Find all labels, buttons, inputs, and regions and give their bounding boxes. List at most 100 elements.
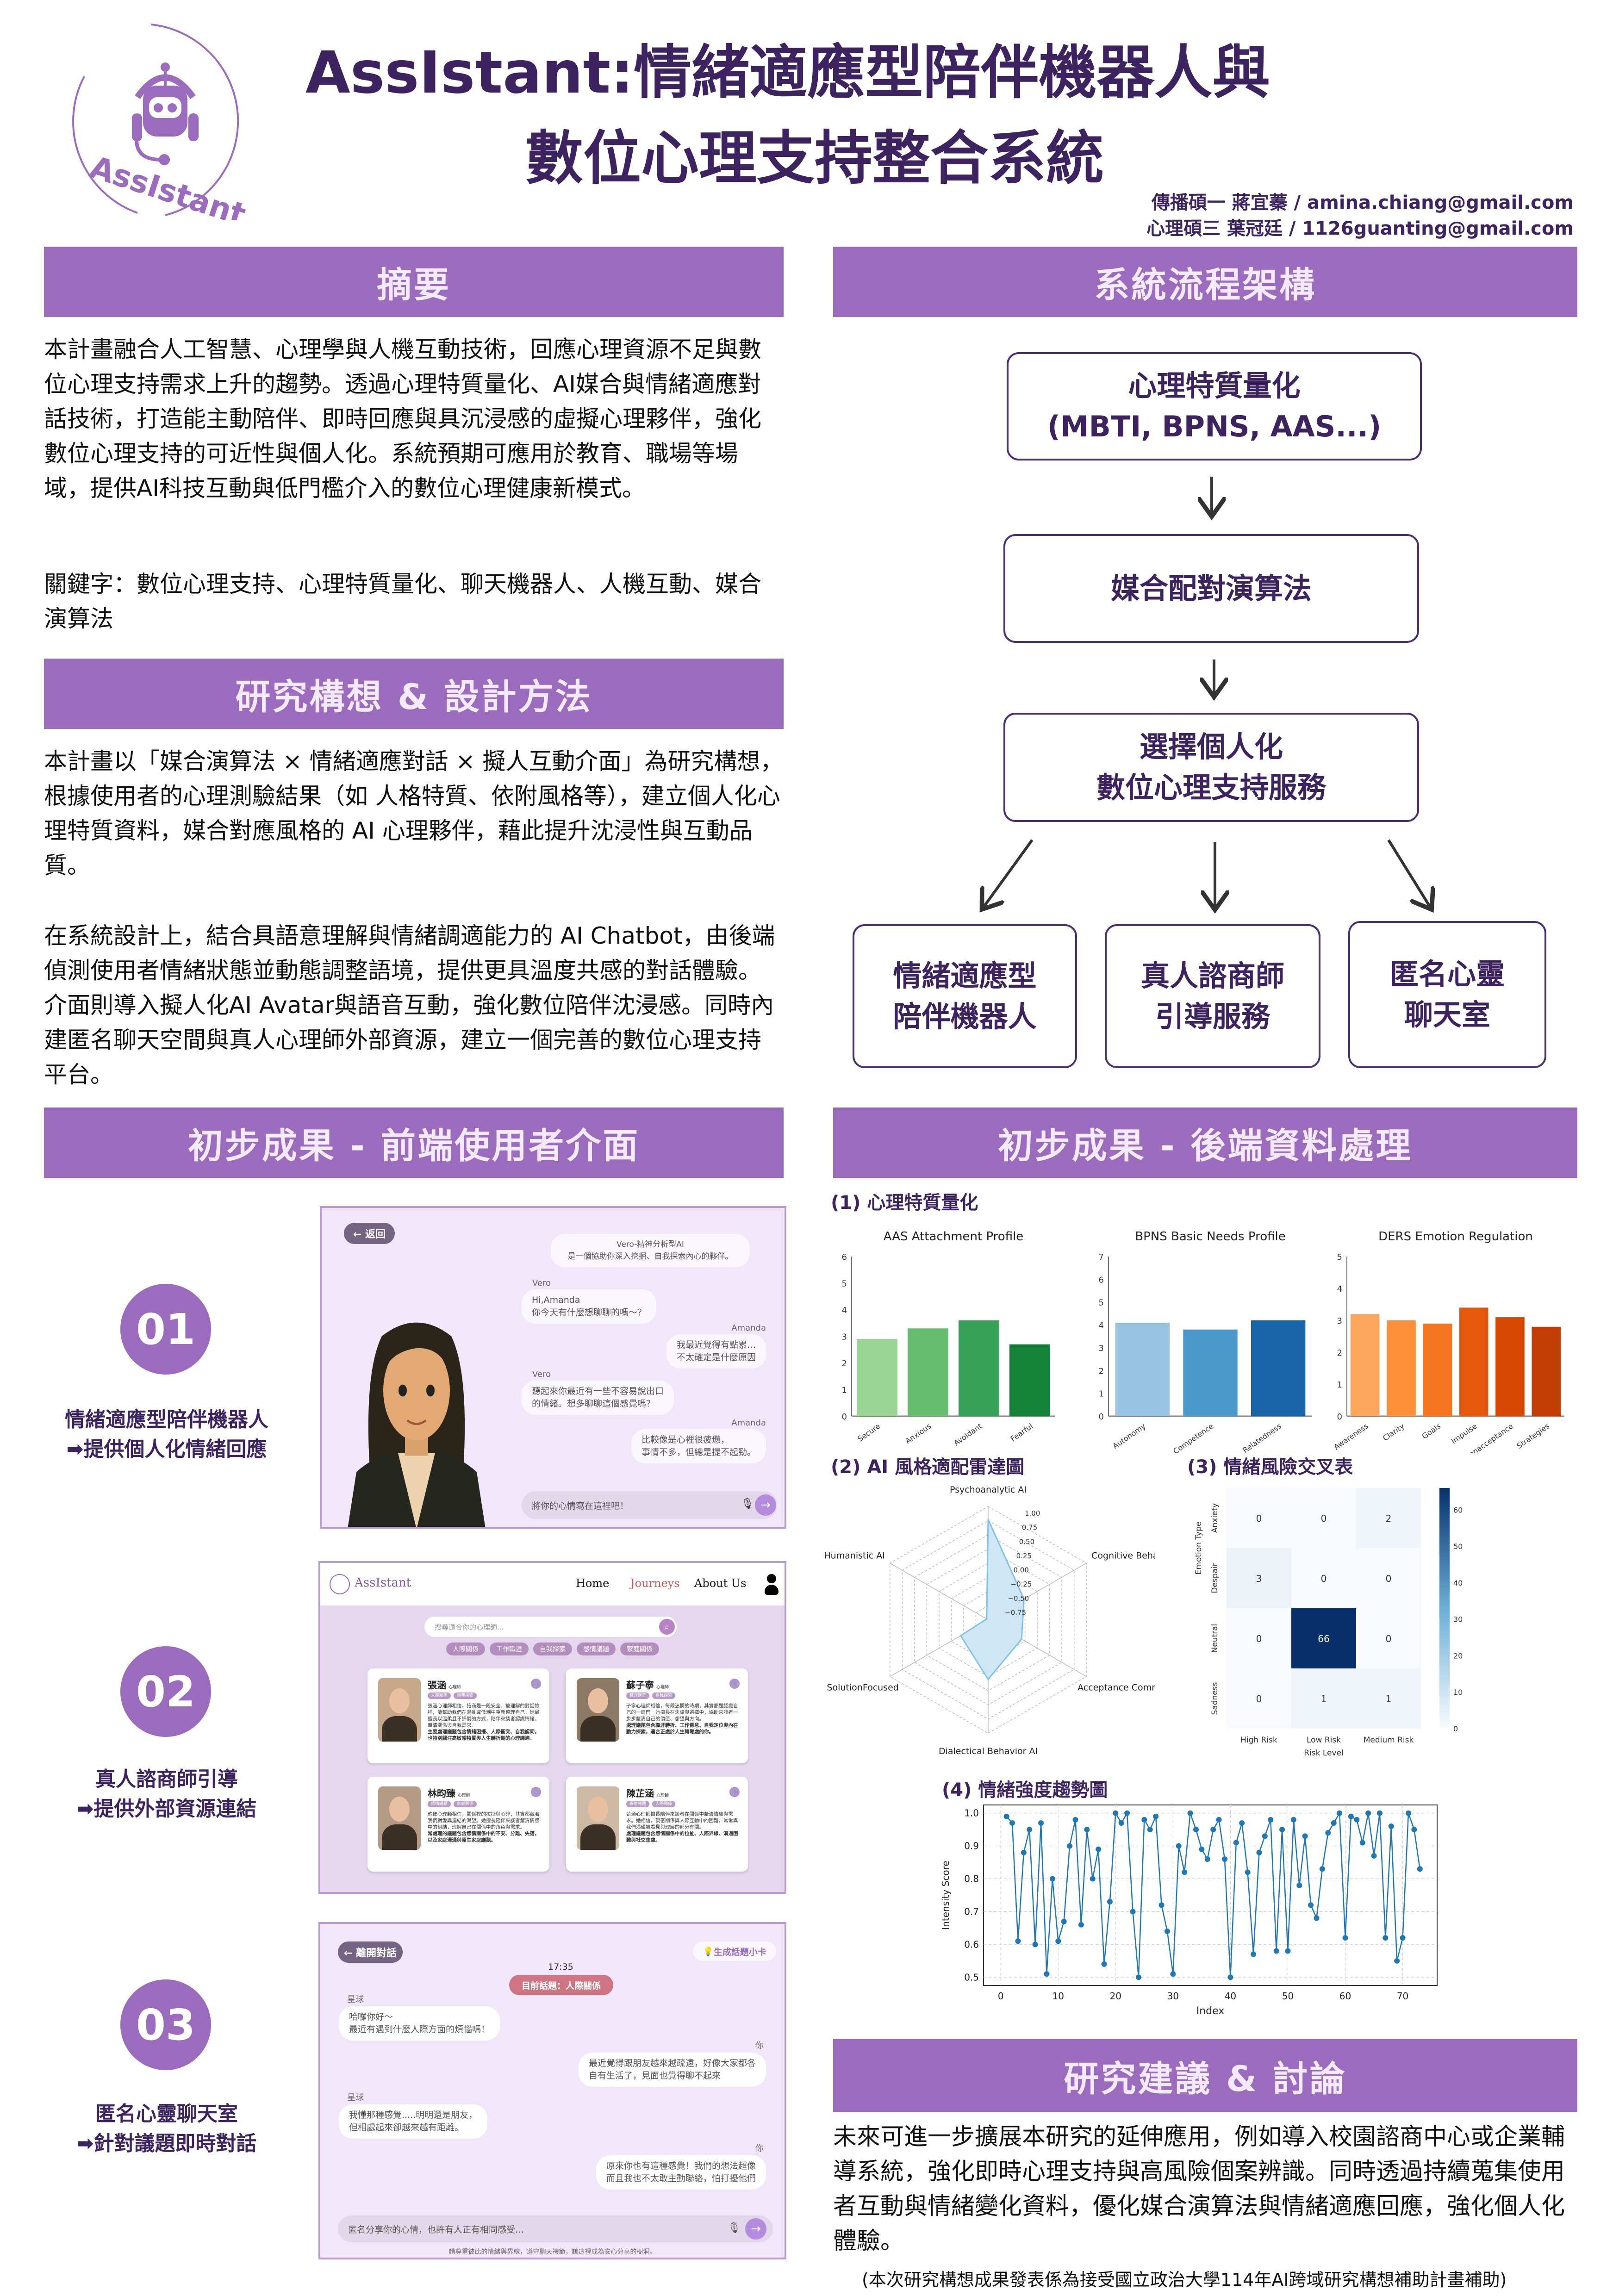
heatmap-y-axis-title: Emotion Type: [1194, 1522, 1203, 1575]
message-line: 最近覺得跟朋友越來越疏遠，好像大家都各: [588, 2058, 756, 2068]
flow-outcome-companion-robot: 情緒適應型陪伴機器人: [853, 924, 1077, 1068]
counselor-name-text: 陳芷涵: [626, 1788, 654, 1799]
data-point: [1376, 1810, 1383, 1816]
method-heading: 研究構想 & 設計方法: [44, 659, 784, 729]
search-icon[interactable]: ⌕: [659, 1619, 675, 1635]
message-line: 最近有遇到什麼人際方面的煩惱嗎！: [349, 2024, 490, 2035]
counselor-photo: [378, 1786, 421, 1850]
x-tick-label: 40: [1225, 1991, 1236, 2002]
x-tick-label: Impulse: [1450, 1422, 1479, 1446]
data-point: [1227, 1974, 1233, 1980]
topic-card-label: 生成話題小卡: [713, 1947, 766, 1957]
site-navbar: AssIstant Home Journeys About Us: [320, 1563, 785, 1605]
counselor-tag: 感情議題: [428, 1801, 451, 1807]
feature-number-02: 02: [120, 1646, 211, 1737]
bar-competence: [1183, 1329, 1238, 1416]
message-line: 哈囉你好～: [349, 2012, 393, 2022]
y-tick-label: 0.5: [964, 1972, 979, 1983]
counselor-name: 蘇子寧心理師: [626, 1678, 669, 1691]
chatbot-message-input[interactable]: 將你的心情寫在這裡吧！: [522, 1491, 777, 1519]
topic-filter-chips: 人際關係 工作職涯 自我探索 感情議題 家庭關係: [446, 1643, 659, 1655]
chip-interpersonal[interactable]: 人際關係: [446, 1643, 485, 1655]
x-tick-label: Strategies: [1515, 1422, 1551, 1450]
y-tick-label: 3: [1099, 1344, 1104, 1353]
data-point: [1090, 1876, 1096, 1882]
keywords: 關鍵字：數位心理支持、心理特質量化、聊天機器人、人機互動、媒合演算法: [44, 571, 761, 632]
y-tick-label: 0: [842, 1412, 847, 1422]
microphone-icon[interactable]: 🎙: [728, 2222, 741, 2234]
microphone-icon[interactable]: 🎙: [741, 1498, 754, 1510]
data-point: [1262, 1833, 1268, 1839]
speaker-name: 星球: [347, 2093, 364, 2103]
nav-journeys[interactable]: Journeys: [630, 1577, 680, 1590]
heatmap-cell: [1356, 1488, 1421, 1548]
feature-title: 情緒適應型陪伴機器人: [65, 1408, 268, 1431]
heatmap-cell: [1291, 1668, 1356, 1729]
chip-family[interactable]: 家庭關係: [620, 1643, 659, 1655]
chip-career[interactable]: 工作職涯: [490, 1643, 529, 1655]
authors: 傳播碩一 蔣宜蓁 / amina.chiang@gmail.com 心理碩三 葉…: [1146, 190, 1574, 242]
link-icon[interactable]: 🔗: [531, 1679, 541, 1689]
feature-label-01: 情緒適應型陪伴機器人➡提供個人化情緒回應: [28, 1405, 305, 1464]
data-point: [1411, 1827, 1417, 1833]
send-button[interactable]: →: [745, 2218, 766, 2240]
counselor-description: 張涵心理師相信，諮商是一段安全、被理解的對話旅程，能幫助我們在混亂或低潮中重新整…: [428, 1703, 542, 1742]
speaker-name: 你: [755, 2144, 764, 2153]
data-point: [1296, 1882, 1302, 1888]
data-point: [1153, 1813, 1159, 1819]
data-point: [1187, 1810, 1193, 1816]
trait-quantification-subheading: (1) 心理特質量化: [831, 1192, 978, 1213]
link-icon[interactable]: 🔗: [729, 1787, 740, 1797]
heatmap-cell-value: 0: [1386, 1573, 1392, 1584]
heatmap-cell-value: 1: [1321, 1693, 1327, 1705]
counselor-card[interactable]: 張涵心理師 🔗 人際關係自我探索 張涵心理師相信，諮商是一段安全、被理解的對話旅…: [367, 1668, 549, 1763]
heatmap-cell-value: 2: [1386, 1513, 1392, 1524]
data-point: [1067, 1843, 1073, 1849]
data-point: [1072, 1817, 1078, 1823]
data-point: [1359, 1840, 1365, 1846]
data-point: [1354, 1817, 1360, 1823]
counselor-card[interactable]: 林昀臻心理師 🔗 感情議題家庭關係 昀臻心理師相信，關係裡的拉扯與心碎，其實都藏…: [367, 1777, 549, 1872]
send-button[interactable]: →: [755, 1494, 776, 1516]
data-point: [1325, 1830, 1331, 1836]
counselor-role: 心理師: [458, 1793, 471, 1798]
heatmap-cell: [1356, 1608, 1421, 1668]
y-tick-label: 0.6: [964, 1939, 979, 1950]
nav-about-us[interactable]: About Us: [694, 1577, 747, 1590]
arrow-down-right-icon: [1387, 839, 1430, 907]
ai-style-radar-chart: 1.000.750.500.250.00−0.25−0.50−0.75Psych…: [824, 1485, 1155, 1756]
data-point: [1331, 1820, 1337, 1826]
chat-message-peer: 我懂那種感覺.....明明還是朋友，但相處起來卻越來越有距離。: [339, 2104, 488, 2139]
leave-chat-button[interactable]: ← 離開對話: [338, 1941, 403, 1963]
counselor-card[interactable]: 蘇子寧心理師 🔗 職涯迷茫自我探索 子寧心理師相信，每段迷惘的時期，其實都是認識…: [566, 1668, 748, 1763]
data-point: [1107, 1899, 1113, 1905]
x-tick-label: Relatedness: [1241, 1422, 1283, 1453]
data-point: [1279, 1827, 1285, 1833]
counselor-search-input[interactable]: 搜尋適合你的心理師...: [424, 1617, 677, 1637]
colorbar-tick-label: 10: [1453, 1688, 1463, 1697]
topic-card-button[interactable]: 💡生成話題小卡: [693, 1941, 776, 1961]
counselor-card[interactable]: 陳芷涵心理師 🔗 感情議題人際關係 芷涵心理師擅長陪伴來談者在關係中釐清情緒與需…: [566, 1777, 748, 1872]
x-tick-label: Competence: [1171, 1422, 1215, 1453]
x-tick-label: Goals: [1420, 1422, 1443, 1441]
back-button[interactable]: ← 返回: [344, 1223, 395, 1244]
chip-self-exploration[interactable]: 自我探索: [533, 1643, 572, 1655]
brand-name[interactable]: AssIstant: [355, 1576, 411, 1590]
heatmap-x-axis-title: Risk Level: [1304, 1748, 1344, 1758]
y-tick-label: 0.9: [964, 1841, 979, 1852]
link-icon[interactable]: 🔗: [729, 1679, 740, 1689]
link-icon[interactable]: 🔗: [531, 1787, 541, 1797]
counselor-role: 心理師: [656, 1685, 669, 1690]
data-point: [1055, 1938, 1061, 1944]
nav-home[interactable]: Home: [576, 1577, 610, 1590]
chart-title: AAS Attachment Profile: [884, 1230, 1024, 1244]
outcome-label: 陪伴機器人: [893, 999, 1037, 1033]
bar-anxious: [908, 1328, 948, 1416]
data-point: [1021, 1849, 1027, 1855]
user-profile-icon[interactable]: [765, 1574, 778, 1596]
chip-relationship[interactable]: 感情議題: [577, 1643, 616, 1655]
y-tick-label: 2: [842, 1359, 847, 1369]
bar-avoidant: [959, 1320, 999, 1416]
anon-message-input[interactable]: 匿名分享你的心情，也許有人正有相同感受…: [338, 2215, 773, 2242]
